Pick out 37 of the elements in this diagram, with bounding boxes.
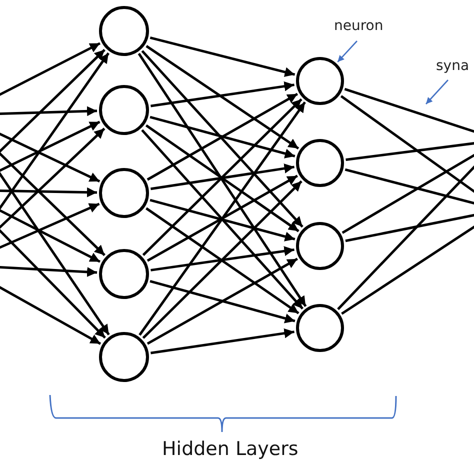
- neuron-circle: [296, 57, 344, 105]
- arrow: [141, 50, 304, 228]
- leader-arrow: [426, 80, 448, 104]
- neuron-circle: [99, 85, 149, 135]
- callout-label: neuron: [334, 18, 384, 34]
- callout-label: syna: [436, 58, 470, 74]
- arrow: [146, 258, 298, 345]
- arrow: [150, 164, 294, 190]
- arrow: [150, 280, 296, 324]
- arrow: [138, 101, 306, 336]
- arrow: [150, 81, 294, 108]
- arrow: [150, 36, 296, 77]
- neuron-circle: [296, 139, 344, 187]
- arrow: [0, 187, 98, 198]
- neuron-circle: [99, 332, 149, 382]
- arrow: [150, 246, 294, 272]
- neuron-circle: [296, 304, 344, 352]
- neuron-circle: [99, 249, 149, 299]
- arrow: [142, 98, 302, 256]
- arrow: [0, 106, 98, 116]
- arrow: [150, 116, 296, 158]
- bracket-label: Hidden Layers: [162, 438, 298, 460]
- arrow: [150, 198, 296, 242]
- neuron-circle: [99, 168, 149, 218]
- arrow: [146, 92, 298, 181]
- neuron-circle: [99, 6, 149, 56]
- arrow: [138, 52, 307, 307]
- arrow: [145, 124, 300, 232]
- neuron-circle: [296, 222, 344, 270]
- arrow: [0, 264, 98, 277]
- arrow: [146, 207, 300, 314]
- arrow: [146, 45, 300, 150]
- arrow: [146, 174, 298, 262]
- arrow: [142, 180, 302, 339]
- arrow: [141, 129, 304, 310]
- arrow: [150, 328, 294, 354]
- leader-arrow: [337, 40, 358, 62]
